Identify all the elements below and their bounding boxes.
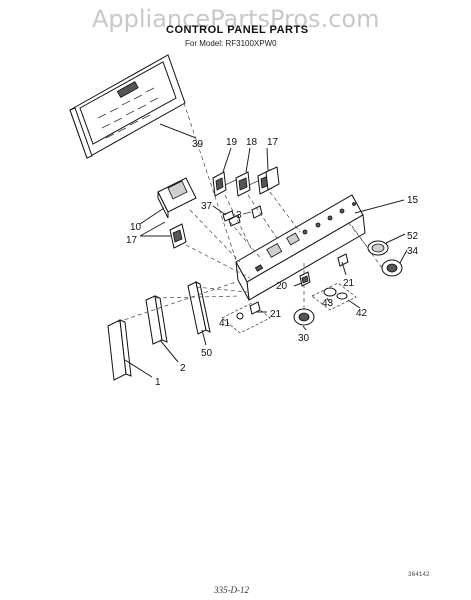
label-17-left: 17 [126,235,138,246]
label-52: 52 [407,231,419,242]
label-2: 2 [180,363,186,374]
watermark: AppliancePartsPros.com [92,5,379,33]
part-39-back-panel [69,54,197,159]
label-43: 43 [322,298,334,309]
label-34: 34 [407,246,419,257]
part-18-switch [235,147,261,197]
label-17-top: 17 [267,137,279,148]
footer-code: 335-D-12 [213,585,249,595]
part-34-knob [381,249,408,277]
label-39: 39 [192,139,204,150]
part-41-21-bracket-lower [221,301,271,334]
label-1: 1 [155,377,161,388]
label-21-upper: 21 [343,278,355,289]
label-21-lower: 21 [270,309,282,320]
part-10-switch-block [139,177,197,225]
label-15: 15 [407,195,419,206]
part-30-knob [293,308,315,331]
part-1-side-panel [107,319,153,381]
label-10: 10 [130,222,142,233]
part-17-switch-a [257,147,280,195]
part-3-screw [242,205,263,219]
part-52-knob-insert [367,233,406,256]
label-37: 37 [201,201,213,212]
diagram-title: CONTROL PANEL PARTS [166,24,309,36]
label-42: 42 [356,308,368,319]
part-21-clip-upper [337,253,349,276]
part-19-switch [212,147,237,197]
label-20: 20 [276,281,288,292]
corner-code: 364142 [408,571,430,578]
label-3: 3 [236,210,242,221]
part-50-bracket [187,281,211,346]
model-line: For Model: RF3100XPW0 [185,39,277,48]
part-20-pushbutton [293,271,311,287]
explosion-lines [117,102,383,323]
label-19: 19 [226,137,238,148]
part-43-42-spring-assembly [311,282,361,311]
part-15-control-panel [235,194,405,301]
part-2-bracket [145,295,179,363]
label-18: 18 [246,137,258,148]
part-17-switch-b [139,221,187,249]
label-30: 30 [298,333,310,344]
label-41: 41 [219,318,231,329]
label-50: 50 [201,348,213,359]
